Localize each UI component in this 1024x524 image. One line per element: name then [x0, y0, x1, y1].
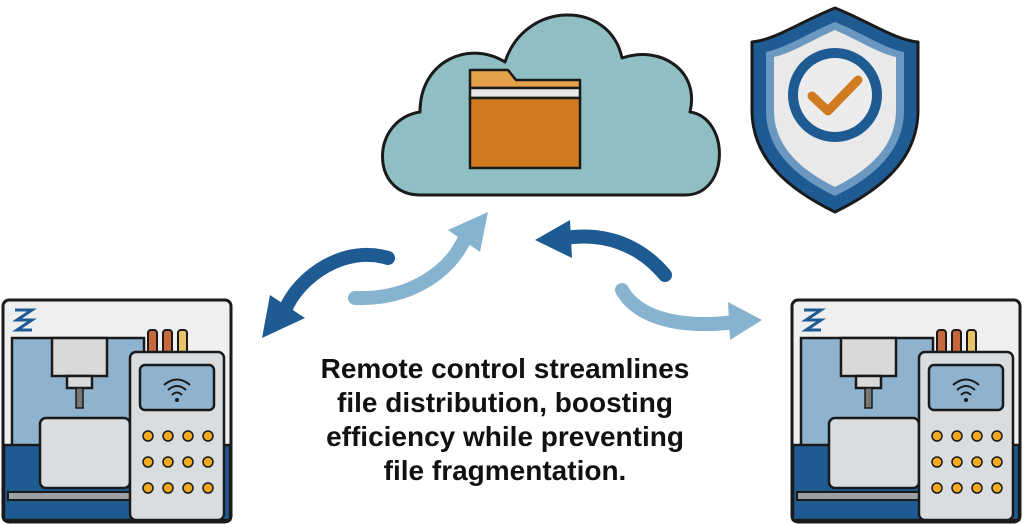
keypad-buttons: [931, 430, 1003, 494]
machine-logo-icon: [12, 308, 37, 332]
wifi-icon: [163, 378, 191, 402]
caption-text: Remote control streamlines file distribu…: [270, 352, 740, 488]
caption-line: file fragmentation.: [383, 455, 627, 486]
arrow-left-machine-to-cloud: [348, 212, 488, 306]
arrow-cloud-to-right-machine: [615, 283, 762, 340]
arrow-cloud-to-left-machine: [262, 247, 395, 338]
machine-logo-icon: [801, 308, 826, 332]
keypad-buttons: [142, 430, 214, 494]
caption-line: file distribution, boosting: [337, 387, 673, 418]
caption-line: efficiency while preventing: [326, 421, 684, 452]
arrow-right-machine-to-cloud: [535, 220, 672, 282]
caption-line: Remote control streamlines: [320, 353, 690, 384]
cnc-machine-right: [790, 298, 1022, 524]
folder-icon: [468, 68, 582, 170]
cnc-machine-left: [1, 298, 233, 524]
wifi-icon: [952, 378, 980, 402]
shield-check-icon: [750, 6, 920, 214]
